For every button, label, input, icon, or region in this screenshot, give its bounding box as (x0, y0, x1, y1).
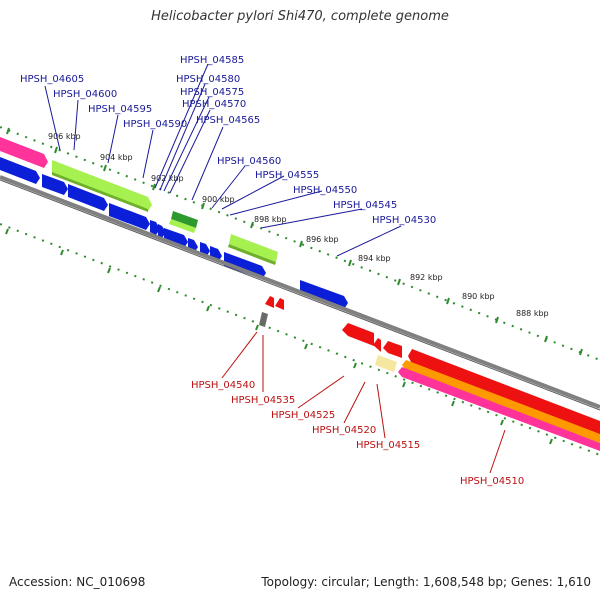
gene-label-hpsh-04535: HPSH_04535 (231, 395, 295, 406)
cds-reverse-04520 (373, 338, 381, 352)
gene-label-hpsh-04600: HPSH_04600 (53, 89, 117, 100)
gene-label-hpsh-04510: HPSH_04510 (460, 476, 524, 487)
feature-lime-04600 (52, 160, 152, 211)
gene-label-hpsh-04585: HPSH_04585 (180, 55, 244, 66)
outer-tick-track (0, 126, 600, 361)
gene-label-hpsh-04605: HPSH_04605 (20, 74, 84, 85)
gene-label-hpsh-04530: HPSH_04530 (372, 215, 436, 226)
scale-label: 894 kbp (358, 254, 391, 263)
cds-forward-11 (224, 252, 266, 279)
feature-darkgreen (171, 211, 198, 228)
top-callout-labels: HPSH_04605 HPSH_04600 HPSH_04595 HPSH_04… (20, 55, 436, 226)
genome-backbone (0, 175, 600, 409)
gene-label-hpsh-04540: HPSH_04540 (191, 380, 255, 391)
gene-label-hpsh-04590: HPSH_04590 (123, 119, 187, 130)
gene-label-hpsh-04525: HPSH_04525 (271, 410, 335, 421)
inner-major-ticks (5, 228, 553, 445)
scale-label: 892 kbp (410, 273, 443, 282)
genome-backbone-shadow (0, 179, 600, 411)
map-title: Helicobacter pylori Shi470, complete gen… (151, 9, 449, 24)
gene-label-hpsh-04565: HPSH_04565 (196, 115, 260, 126)
cds-reverse-04510 (408, 349, 600, 436)
gene-label-hpsh-04555: HPSH_04555 (255, 170, 319, 181)
top-callout-lines (44, 63, 402, 257)
gene-label-hpsh-04595: HPSH_04595 (88, 104, 152, 115)
cds-forward-12 (300, 280, 348, 309)
scale-label: 898 kbp (254, 215, 287, 224)
outer-major-ticks (6, 127, 583, 356)
feature-orange-04510 (402, 360, 600, 443)
gene-label-hpsh-04515: HPSH_04515 (356, 440, 420, 451)
cds-reverse-04540a (265, 296, 274, 308)
feature-pink-reverse (398, 367, 600, 451)
scale-label: 890 kbp (462, 292, 495, 301)
gene-label-hpsh-04580: HPSH_04580 (176, 74, 240, 85)
cds-forward-2 (42, 174, 68, 195)
gene-label-hpsh-04560: HPSH_04560 (217, 156, 281, 167)
feature-lime-04560 (229, 234, 278, 262)
cds-reverse-04540b (275, 298, 284, 310)
gene-label-hpsh-04575: HPSH_04575 (180, 87, 244, 98)
gene-label-hpsh-04570: HPSH_04570 (182, 99, 246, 110)
feature-lime-04560-shadow (228, 244, 276, 265)
bottom-callout-lines (221, 331, 506, 474)
feature-lime-small (169, 219, 196, 233)
scale-label: 888 kbp (516, 309, 549, 318)
cds-forward-3 (68, 184, 108, 211)
cds-forward-4 (109, 203, 150, 230)
feature-pink-forward (0, 137, 48, 168)
feature-paleyellow (375, 355, 397, 372)
gene-label-hpsh-04545: HPSH_04545 (333, 200, 397, 211)
cds-forward-1 (0, 157, 40, 184)
bottom-callout-labels: HPSH_04540 HPSH_04535 HPSH_04525 HPSH_04… (191, 380, 524, 487)
feature-grey-04535 (259, 312, 268, 327)
feature-lime-shadow (52, 172, 148, 212)
scale-label: 902 kbp (151, 174, 184, 183)
cds-reverse-04525 (342, 323, 374, 346)
topology-text: Topology: circular; Length: 1,608,548 bp… (261, 575, 591, 589)
cds-reverse-04515a (383, 341, 402, 358)
gene-label-hpsh-04550: HPSH_04550 (293, 185, 357, 196)
cds-forward-5 (150, 220, 160, 235)
scale-label: 906 kbp (48, 132, 81, 141)
scale-label: 904 kbp (100, 153, 133, 162)
scale-label: 896 kbp (306, 235, 339, 244)
gene-label-hpsh-04520: HPSH_04520 (312, 425, 376, 436)
accession-text: Accession: NC_010698 (9, 575, 146, 589)
